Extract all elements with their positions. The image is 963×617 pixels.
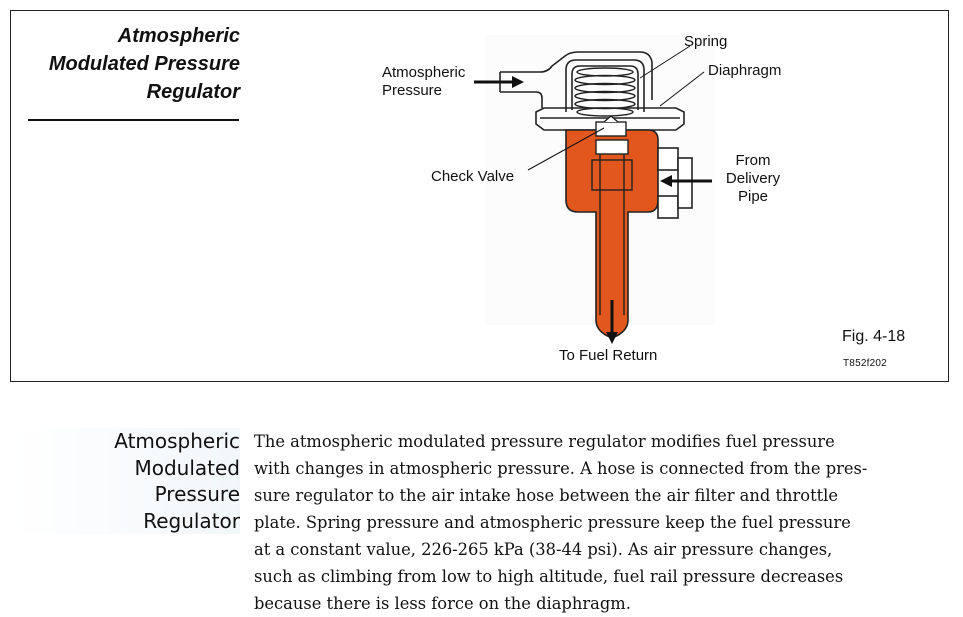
label-line: Pressure [382, 82, 443, 99]
body-line: sure regulator to the air intake hose be… [254, 486, 838, 505]
section-body: The atmospheric modulated pressure regul… [254, 428, 934, 617]
section-heading-line: Atmospheric [114, 429, 240, 453]
section-heading-line: Regulator [143, 508, 240, 533]
body-line: at a constant value, 226-265 kPa (38-44 … [254, 540, 833, 559]
return-tube [591, 139, 633, 315]
leader-lines [527, 45, 705, 171]
body-line: because there is less force on the diaph… [254, 594, 631, 613]
figure-number: Fig. 4-18 [842, 328, 906, 345]
figure-title-line: Atmospheric [117, 25, 240, 47]
figure-title-line: Modulated Pressure [48, 53, 240, 75]
figure-frame [10, 10, 949, 382]
section-heading-line: Pressure [154, 482, 240, 506]
check-valve [595, 115, 627, 137]
return-arrow [606, 300, 618, 344]
label-line: Pipe [737, 188, 769, 205]
figure-title-line: Regulator [146, 81, 240, 103]
label-line: Atmospheric [382, 64, 466, 81]
figure-title: Atmospheric Modulated Pressure Regulator [20, 22, 240, 106]
label-diaphragm: Diaphragm [708, 62, 782, 79]
body-line: such as climbing from low to high altitu… [254, 567, 844, 586]
label-to-fuel-return: To Fuel Return [559, 347, 658, 364]
label-from-delivery-pipe: From Delivery Pipe [718, 152, 788, 206]
body-line: plate. Spring pressure and atmospheric p… [254, 513, 851, 532]
figure-title-rule [28, 119, 239, 121]
section-heading-line: Modulated [134, 455, 240, 480]
label-check-valve: Check Valve [431, 168, 515, 185]
fuel-chamber [565, 129, 659, 339]
delivery-arrow [660, 175, 712, 187]
label-line: Delivery [725, 170, 781, 187]
atmospheric-arrow [474, 76, 524, 88]
section-heading: Atmospheric Modulated Pressure Regulator [14, 428, 240, 534]
delivery-inlet [657, 147, 693, 219]
body-line: The atmospheric modulated pressure regul… [254, 432, 835, 451]
label-spring: Spring [684, 33, 728, 50]
spring-housing [565, 59, 645, 112]
body-line: with changes in atmospheric pressure. A … [254, 459, 868, 478]
figure-code: T852f202 [843, 358, 887, 369]
label-line: From [735, 152, 771, 169]
label-atmospheric-pressure: Atmospheric Pressure [382, 64, 465, 100]
